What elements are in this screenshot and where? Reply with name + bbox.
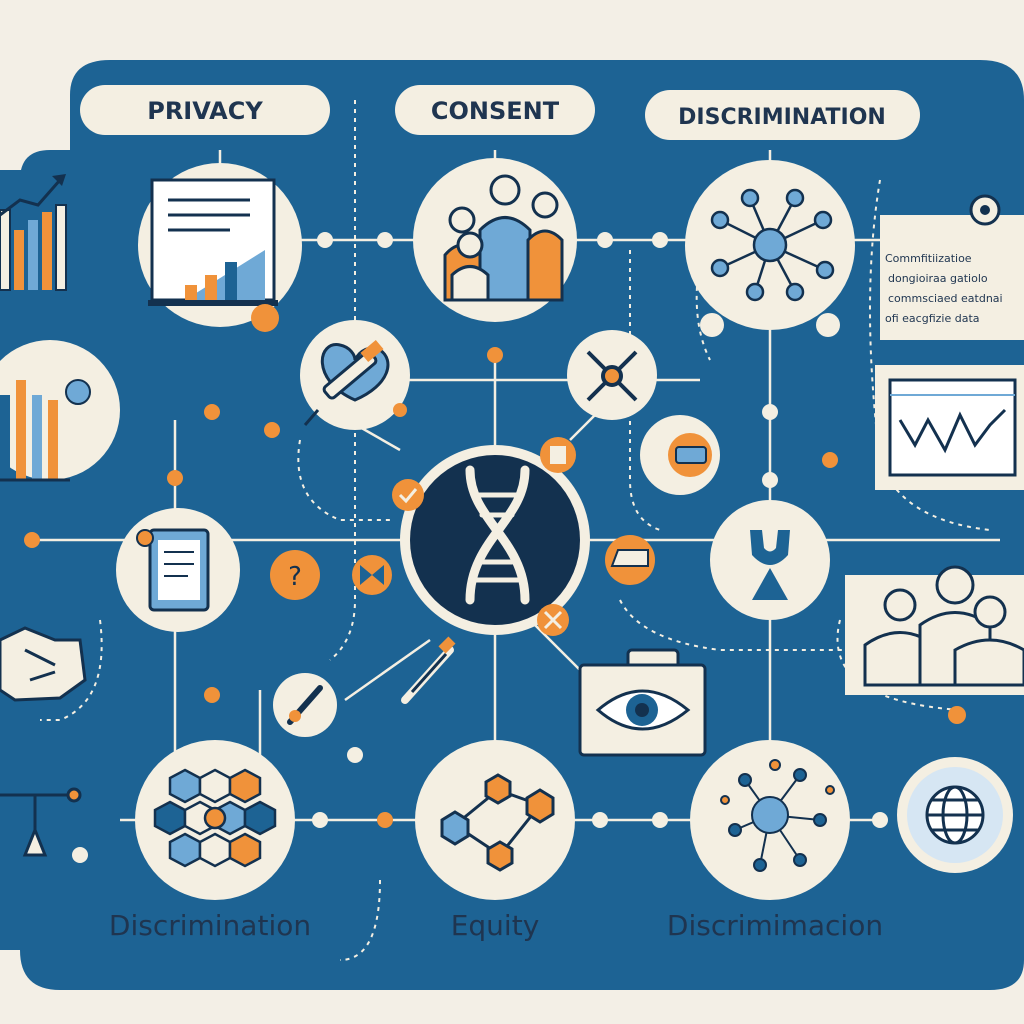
blue-panel-left-strip	[0, 170, 40, 950]
crossed-tools-node	[567, 330, 657, 420]
bottom-label-discrimimacion: Discrimimacion	[667, 909, 883, 942]
side-note: Commfitiizatioe dongioiraa gatiolo comms…	[880, 194, 1024, 340]
clipboard-icon	[136, 528, 210, 612]
handshake-icon	[0, 626, 87, 702]
cross-mini-icon	[543, 610, 563, 630]
clipboard-node	[116, 508, 240, 632]
puzzle-network-icon	[153, 768, 277, 868]
equity-molecule-node	[415, 740, 575, 900]
bar-chart-node	[0, 340, 120, 482]
ribbon-icon	[668, 433, 712, 477]
puzzle-network-node	[135, 740, 295, 900]
crossed-tools-icon	[586, 350, 638, 402]
monitor-node	[875, 365, 1024, 490]
globe-icon	[925, 785, 985, 845]
side-note-line-1: Commfitiizatioe	[885, 252, 972, 265]
molecule-icon	[440, 773, 555, 872]
syringe-icon	[287, 685, 323, 725]
growth-chart-icon	[0, 174, 78, 291]
dna-helix-icon	[465, 465, 530, 605]
monitor-wave-icon	[888, 378, 1017, 477]
needle-icon	[401, 636, 456, 704]
bottom-label-equity: Equity	[451, 909, 540, 942]
connector-dots	[24, 232, 966, 863]
side-note-line-3: commsciaed eatdnai	[888, 292, 1003, 305]
heart-syringe-icon	[303, 339, 390, 426]
consent-people-node	[413, 158, 577, 322]
heart-syringe-node	[300, 320, 410, 430]
ribbon-symbol-icon	[750, 530, 790, 600]
top-label-privacy: PRIVACY	[80, 85, 330, 135]
top-label-discrimination-text: DISCRIMINATION	[678, 105, 886, 130]
globe-node	[897, 757, 1013, 873]
eye-node	[578, 648, 707, 757]
network-hub-node	[690, 740, 850, 900]
document-chart-icon	[148, 178, 278, 306]
ribbon-symbol-node	[710, 500, 830, 620]
eye-icon	[595, 689, 691, 731]
question-icon: ?	[288, 562, 302, 592]
top-label-privacy-text: PRIVACY	[147, 97, 263, 125]
bottom-label-discrimination: Discrimination	[109, 909, 311, 942]
side-note-line-4: ofi eacgfizie data	[885, 312, 980, 325]
scale-icon	[0, 787, 82, 857]
tent-icon	[610, 549, 649, 567]
check-icon	[398, 488, 418, 504]
dna-center-node	[400, 445, 590, 635]
discrimination-network-node	[685, 160, 855, 330]
top-label-discrimination: DISCRIMINATION	[645, 90, 920, 140]
document-mini-icon	[550, 446, 566, 464]
people-group-icon	[443, 174, 564, 302]
small-orange-nodes: ?	[270, 437, 655, 636]
ribbon-node	[640, 415, 720, 495]
bar-chart-icon	[0, 379, 91, 482]
top-label-consent-text: CONSENT	[431, 97, 560, 125]
top-label-consent: CONSENT	[395, 85, 595, 135]
network-hub-icon	[720, 759, 835, 872]
gear-icon	[969, 194, 1001, 226]
side-note-line-2: dongioiraa gatiolo	[888, 272, 988, 285]
bowtie-icon	[360, 565, 384, 585]
network-node-icon	[710, 188, 835, 302]
privacy-document-node	[138, 163, 302, 327]
syringe-node	[273, 673, 337, 737]
people-silhouettes	[845, 565, 1024, 695]
